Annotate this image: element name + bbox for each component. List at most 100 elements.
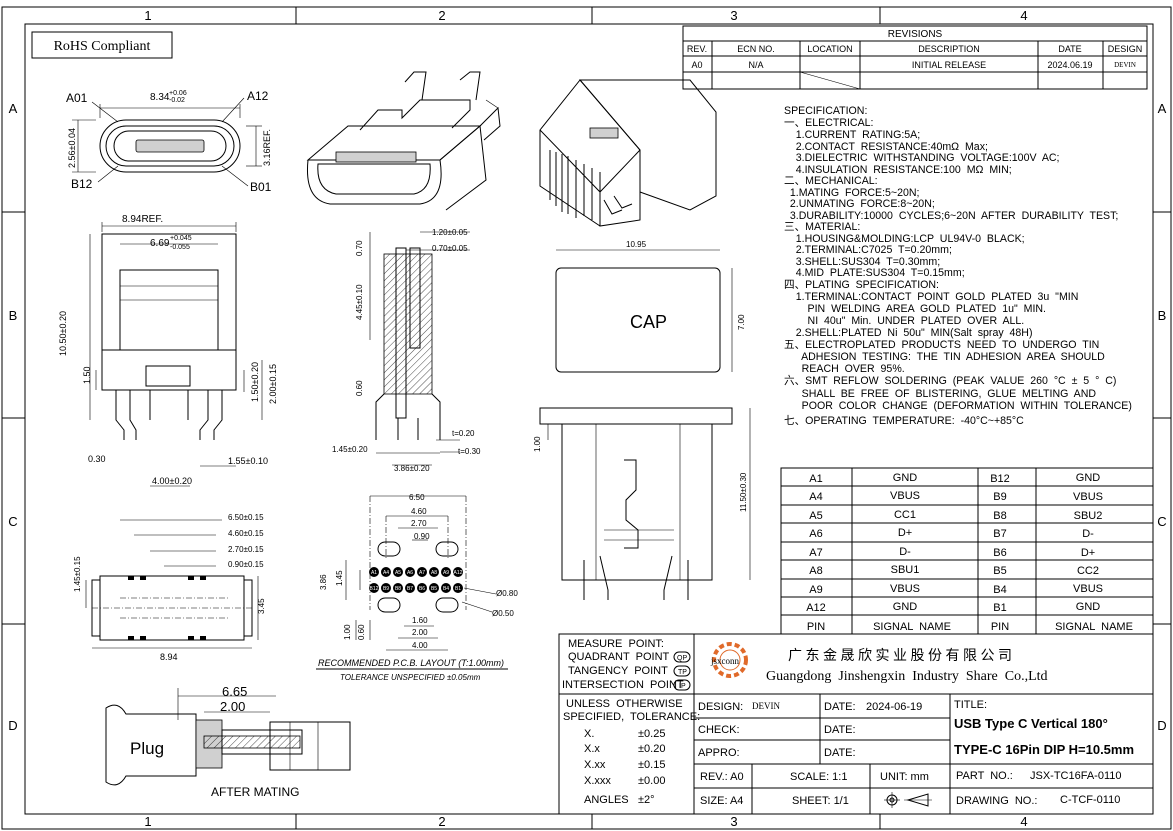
pin-cell: A4: [809, 491, 822, 503]
pin-cell: GND: [893, 601, 918, 613]
row-label: D: [8, 718, 17, 733]
col-label: 3: [730, 814, 737, 829]
badge: TP: [678, 669, 687, 676]
pin-header: SIGNAL NAME: [1055, 621, 1133, 633]
dim: 6.65: [222, 684, 247, 699]
dim: 0.30: [88, 454, 106, 464]
field-size: SIZE: A4: [700, 795, 743, 807]
pcb-tolerance: TOLERANCE UNSPECIFIED ±0.05mm: [340, 673, 481, 682]
spec-line: 4.INSULATION RESISTANCE:100 MΩ MIN;: [784, 164, 1012, 176]
dim: 2.00: [220, 699, 245, 714]
mating-caption: AFTER MATING: [211, 785, 299, 799]
dim: 8.94: [160, 652, 178, 662]
spec-line: SHALL BE FREE OF BLISTERING, GLUE MELTIN…: [784, 388, 1096, 400]
dim: 4.60±0.15: [228, 529, 264, 538]
field-drawing: C-TCF-0110: [1060, 794, 1120, 806]
dim-tol: -0.02: [169, 97, 185, 104]
dim: t=0.20: [452, 429, 475, 438]
pcb-pin: A6: [407, 570, 413, 576]
dim: 1.55±0.10: [228, 456, 268, 466]
row-label: B: [9, 308, 18, 323]
dim: 10.95: [626, 240, 647, 249]
pin-cell: B7: [993, 528, 1006, 540]
dim: 2.00: [412, 628, 428, 637]
tol-cell: X.xxx: [584, 775, 611, 787]
spec-line: 3.DIELECTRIC WITHSTANDING VOLTAGE:100V A…: [784, 152, 1060, 164]
row-label: D: [1157, 718, 1166, 733]
pcb-pin: A8: [431, 570, 437, 576]
badge: IP: [679, 683, 686, 690]
dim: 3.86±0.20: [394, 464, 430, 473]
rev-cell: INITIAL RELEASE: [912, 60, 986, 70]
rev-cell: DEVIN: [1114, 61, 1136, 69]
spec-line: 三、MATERIAL:: [784, 221, 860, 233]
pin-cell: B6: [993, 547, 1006, 559]
spec-line: ADHESION TESTING: THE TIN ADHESION AREA …: [784, 351, 1105, 363]
dim: 3.86: [319, 574, 328, 590]
col-label: 2: [438, 814, 445, 829]
spec-line: POOR COLOR CHANGE (DEFORMATION WITHIN TO…: [784, 400, 1132, 412]
spec-line: 1.MATING FORCE:5~20N;: [784, 187, 920, 199]
dim: 4.60: [411, 507, 427, 516]
spec-line: 2.CONTACT RESISTANCE:40mΩ Max;: [784, 141, 988, 153]
row-label: B: [1158, 308, 1167, 323]
dim: 1.60: [412, 616, 428, 625]
pcb-pin: B6: [419, 586, 425, 592]
pin-cell: D-: [899, 546, 911, 558]
rev-cell: 2024.06.19: [1047, 60, 1092, 70]
pin-cell: B4: [993, 584, 1006, 596]
pin-cell: VBUS: [1073, 491, 1103, 503]
pin-cell: A8: [809, 565, 822, 577]
pin-cell: CC2: [1077, 565, 1099, 577]
field-design: DEVIN: [752, 701, 780, 711]
col-label: 3: [730, 8, 737, 23]
spec-line: PIN WELDING AREA GOLD PLATED 1u" MIN.: [784, 303, 1046, 315]
field-label: TITLE:: [954, 699, 987, 711]
pin-cell: D+: [898, 527, 912, 539]
pcb-pin: A1: [371, 570, 377, 576]
spec-line: 七、OPERATING TEMPERATURE: -40°C~+85°C: [784, 415, 1024, 427]
plug-label: Plug: [130, 739, 164, 758]
rohs-box: [31, 31, 173, 59]
tol-title: UNLESS OTHERWISE: [566, 698, 683, 710]
pcb-pin: B7: [407, 586, 413, 592]
pcb-pin: A9: [443, 570, 449, 576]
pin-cell: B8: [993, 510, 1006, 522]
pin-cell: A9: [809, 584, 822, 596]
spec-line: 1.TERMINAL:CONTACT POINT GOLD PLATED 3u …: [784, 291, 1078, 303]
field-unit: UNIT: mm: [880, 771, 929, 783]
field-label: DATE:: [824, 701, 856, 713]
rev-cell: A0: [691, 60, 702, 70]
pin-header: PIN: [807, 621, 825, 633]
spec-line: REACH OVER 95%.: [784, 363, 905, 375]
cap-label: CAP: [630, 312, 667, 332]
title-line-2: TYPE-C 16Pin DIP H=10.5mm: [954, 742, 1134, 757]
dim: 0.70±0.05: [432, 244, 468, 253]
field-rev: REV.: A0: [700, 771, 744, 783]
pin-cell: VBUS: [1073, 583, 1103, 595]
pin-cell: GND: [893, 472, 918, 484]
rev-header: DESIGN: [1108, 44, 1143, 54]
pcb-pin: B12: [370, 586, 379, 592]
company-logo: jsxconn: [710, 642, 748, 678]
col-label: 2: [438, 8, 445, 23]
pin-header: SIGNAL NAME: [873, 621, 951, 633]
rev-header: REV.: [687, 44, 707, 54]
dim-inner: 6.69: [150, 238, 170, 249]
measure-line: QUADRANT POINT: [568, 651, 670, 663]
section-view: 1.20±0.05 0.70±0.05 0.70 4.45±0.10 0.60 …: [332, 228, 481, 473]
dim-height-ref: 3.16REF.: [262, 129, 272, 166]
pin-cell: SBU1: [891, 564, 920, 576]
tol-cell: ±0.00: [638, 775, 665, 787]
title-line-1: USB Type C Vertical 180°: [954, 716, 1108, 731]
dim-height: 2.56±0.04: [67, 128, 77, 168]
dim: 1.50: [82, 366, 92, 384]
field-date: 2024-06-19: [866, 701, 922, 713]
pin-cell: SBU2: [1074, 510, 1103, 522]
tol-cell: X.xx: [584, 759, 606, 771]
dim: 6.50: [409, 493, 425, 502]
pin-cell: A1: [809, 473, 822, 485]
pcb-pin: B1: [455, 586, 461, 592]
pin-cell: D+: [1081, 547, 1095, 559]
